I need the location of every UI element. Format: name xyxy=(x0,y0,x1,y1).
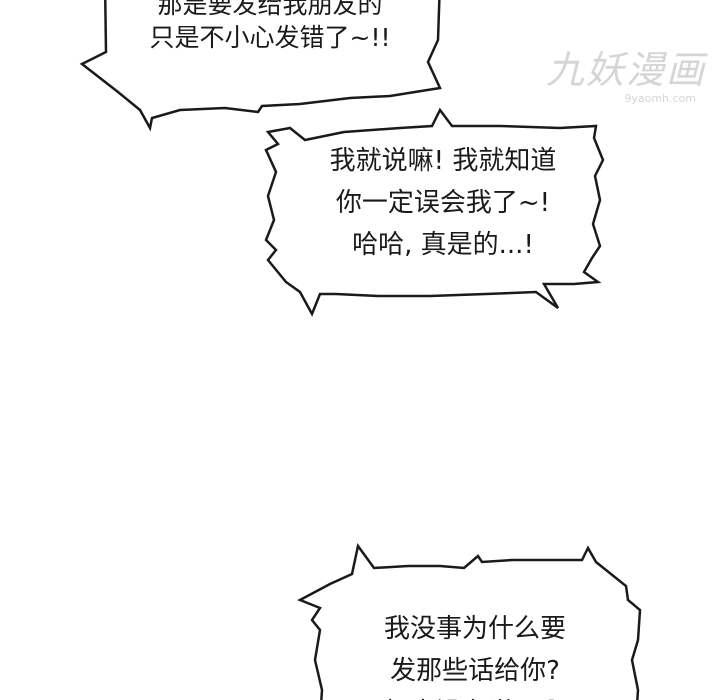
speech-line: 只是不小心发错了~!! xyxy=(149,23,391,52)
speech-line: 我就说嘛! 我就知道 xyxy=(329,146,557,176)
speech-line: 我没事为什么要 xyxy=(383,614,566,644)
watermark-url: 9yaomh.com xyxy=(624,92,696,105)
speech-line: 哈哈, 真是的...! xyxy=(352,230,534,260)
speech-line: 发那些话给你? xyxy=(390,656,560,686)
watermark-logo: 九妖漫画 xyxy=(545,48,706,92)
speech-line: 那是要发给我朋友的 xyxy=(157,0,383,19)
speech-bubble-1-text: 那是要发给我朋友的 只是不小心发错了~!! xyxy=(100,0,440,54)
speech-bubble-3-text: 我没事为什么要 发那些话给你? 根本没有道理啊 xyxy=(320,608,630,700)
speech-bubble-2-text: 我就说嘛! 我就知道 你一定误会我了~! 哈哈, 真是的...! xyxy=(278,140,608,266)
site-watermark: 九妖漫画 9yaomh.com xyxy=(546,48,706,106)
speech-line: 你一定误会我了~! xyxy=(335,188,551,218)
speech-line: 根本没有道理啊 xyxy=(320,692,630,700)
